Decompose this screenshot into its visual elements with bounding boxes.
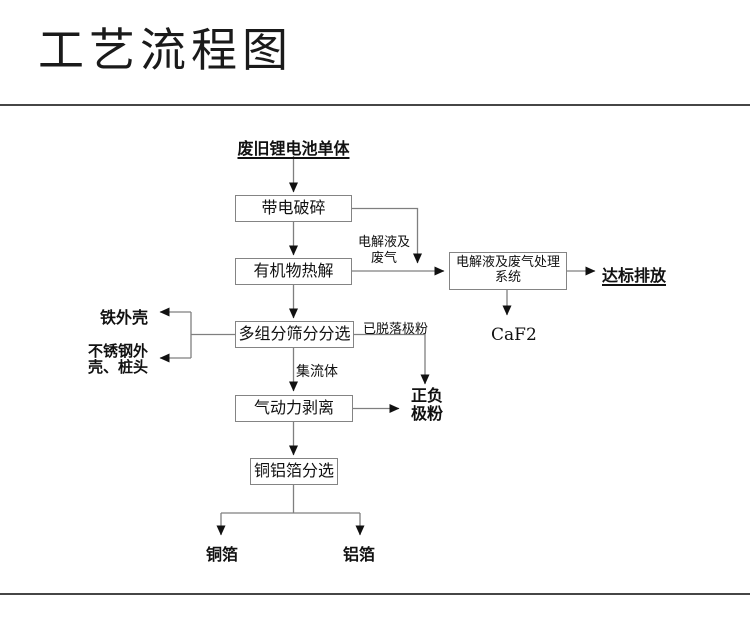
edge-label-electrolyte-gas-line2: 废气 [370, 251, 397, 266]
node-treatment-label-line2: 系统 [494, 270, 521, 285]
node-stainless-line1: 不锈钢外 [88, 342, 149, 360]
node-copper-foil: 铜箔 [206, 545, 239, 564]
bottom-divider [0, 593, 750, 595]
edge-crush-to-gas-junction [352, 207, 422, 264]
edge-label-electrolyte-gas: 电解液及 废气 [353, 235, 415, 267]
edge-screening-to-powder [354, 333, 430, 385]
edge-screening-left-branch [190, 312, 235, 358]
node-foil-sorting-label: 铜铝箔分选 [253, 461, 334, 481]
node-source: 废旧锂电池单体 [237, 139, 350, 158]
node-electrode-powder-line2: 极粉 [410, 404, 443, 423]
node-electrode-powder: 正负 极粉 [407, 387, 447, 423]
edge-label-detached-powder: 已脱落极粉 [363, 322, 429, 337]
node-stainless-line2: 壳、桩头 [88, 358, 149, 376]
node-treatment-label-line1: 电解液及废气处理 [455, 255, 560, 271]
node-iron-shell: 铁外壳 [100, 308, 149, 327]
node-crush-label: 带电破碎 [261, 198, 326, 218]
top-divider [0, 104, 750, 106]
node-crush-box: 带电破碎 [235, 195, 352, 222]
node-treatment-box: 电解液及废气处理 系统 [449, 252, 567, 290]
node-pyrolysis-box: 有机物热解 [235, 258, 352, 285]
node-stripping-label: 气动力剥离 [253, 398, 334, 418]
node-stripping-box: 气动力剥离 [235, 395, 353, 422]
node-caf2: CaF2 [491, 325, 537, 345]
edge-foilsorting-split [221, 485, 360, 514]
node-discharge: 达标排放 [602, 266, 667, 285]
node-screening-label: 多组分筛分分选 [238, 324, 351, 344]
edge-label-electrolyte-gas-line1: 电解液及 [357, 235, 410, 250]
node-electrode-powder-line1: 正负 [410, 386, 443, 405]
node-foil-sorting-box: 铜铝箔分选 [250, 458, 338, 485]
node-screening-box: 多组分筛分分选 [235, 321, 354, 348]
node-pyrolysis-label: 有机物热解 [253, 261, 334, 281]
edge-label-current-collector: 集流体 [296, 364, 338, 380]
node-aluminum-foil: 铝箔 [343, 545, 376, 564]
node-stainless-shell: 不锈钢外 壳、桩头 [88, 343, 148, 375]
page-title: 工艺流程图 [38, 23, 293, 77]
